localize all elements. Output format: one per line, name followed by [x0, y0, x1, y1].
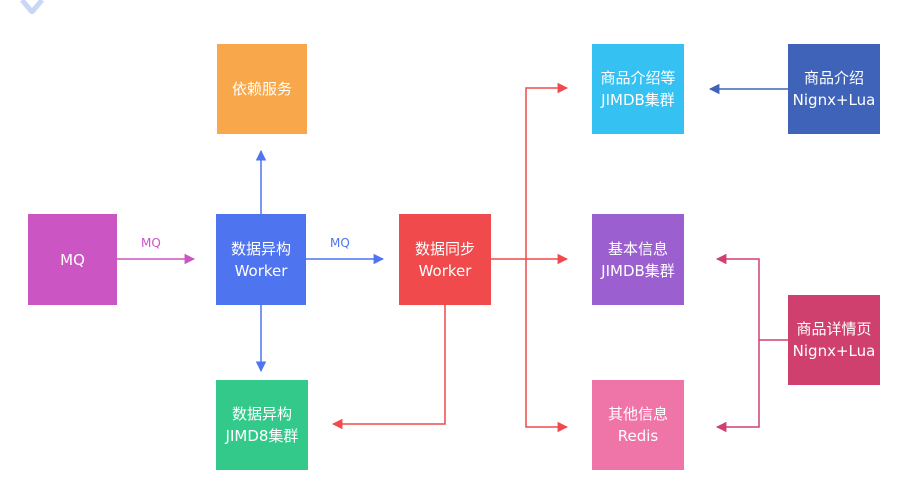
node-other-info-redis-line-2: Redis: [617, 427, 659, 445]
edge-sync-worker-to-het-jimdb: [331, 305, 446, 430]
node-intro-nginx: 商品介绍 Nignx+Lua: [788, 44, 880, 134]
node-other-info-redis-line-1: 其他信息: [607, 405, 668, 423]
node-other-info-redis: 其他信息 Redis: [592, 380, 684, 470]
node-heterogeneous-jimdb: 数据异构 JIMD8集群: [216, 380, 308, 470]
node-intro-nginx-line-2: Nignx+Lua: [792, 91, 876, 109]
node-detail-page-nginx: 商品详情页 Nignx+Lua: [788, 295, 880, 385]
node-intro-nginx-line-1: 商品介绍: [803, 69, 864, 87]
node-dependency-service: 依赖服务: [217, 44, 307, 134]
node-basic-info-jimdb: 基本信息 JIMDB集群: [592, 214, 684, 305]
corner-chevron-icon: [20, 0, 44, 14]
node-heterogeneous-jimdb-line-2: JIMD8集群: [225, 427, 299, 445]
node-heterogeneous-worker-line-1: 数据异构: [230, 239, 291, 258]
node-sync-worker: 数据同步 Worker: [399, 214, 491, 305]
node-basic-info-jimdb-line-2: JIMDB集群: [601, 261, 675, 280]
edge-label-mq-2: MQ: [330, 236, 350, 250]
node-heterogeneous-worker-line-2: Worker: [234, 261, 288, 280]
node-dependency-service-line-1: 依赖服务: [231, 80, 292, 98]
node-heterogeneous-jimdb-line-1: 数据异构: [231, 405, 292, 423]
edge-detail-nginx-to-basic-jimdb: [715, 253, 760, 340]
node-sync-worker-line-2: Worker: [418, 261, 472, 280]
node-intro-jimdb-line-1: 商品介绍等: [600, 69, 676, 87]
node-detail-page-nginx-line-1: 商品详情页: [796, 320, 872, 338]
node-intro-jimdb-line-2: JIMDB集群: [601, 91, 675, 109]
node-sync-worker-line-1: 数据同步: [414, 239, 475, 258]
node-mq-line-1: MQ: [60, 250, 85, 269]
node-intro-jimdb: 商品介绍等 JIMDB集群: [592, 44, 684, 134]
edge-sync-to-intro-jimdb: [525, 82, 569, 259]
node-basic-info-jimdb-line-1: 基本信息: [607, 239, 668, 258]
node-mq: MQ: [28, 214, 117, 305]
edge-sync-to-other-redis: [525, 259, 569, 433]
edge-label-mq-1: MQ: [141, 236, 161, 250]
node-detail-page-nginx-line-2: Nignx+Lua: [792, 342, 876, 360]
node-heterogeneous-worker: 数据异构 Worker: [216, 214, 306, 305]
edge-detail-nginx-to-other-redis: [715, 340, 760, 433]
